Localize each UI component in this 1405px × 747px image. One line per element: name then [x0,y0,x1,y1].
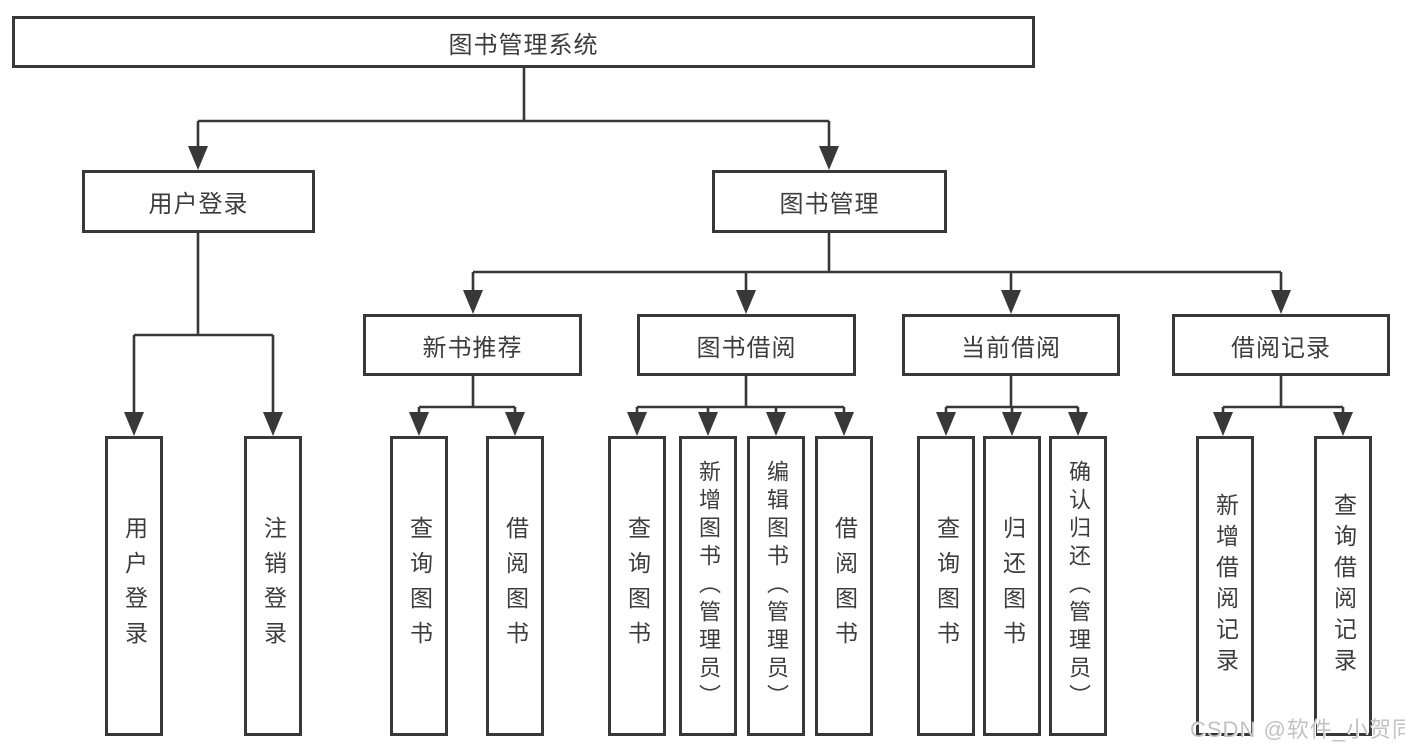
section-node-label: 当前借阅 [961,334,1061,362]
arrowhead-icon [834,412,854,436]
connector-path-user-login [132,233,275,416]
leaf-node-query-books-borrowing: 查询图书 [608,436,666,736]
arrowhead-icon [698,412,718,436]
leaf-node-user-login: 用户登录 [105,436,163,736]
connector-path-book-management [471,233,1283,294]
arrowhead-icon [124,412,144,436]
leaf-node-add-borrow-record: 新增借阅记录 [1196,436,1254,736]
arrowhead-icon [1001,290,1021,314]
arrowhead-icon [819,146,839,170]
leaf-node-label: 查询图书 [933,516,960,656]
leaf-node-borrow-books-recommend: 借阅图书 [486,436,544,736]
arrowhead-icon [1213,412,1233,436]
arrowheads [124,146,1353,436]
leaf-node-confirm-return-admin: 确认归还（管理员） [1049,436,1107,736]
root-node-label: 图书管理系统 [448,31,599,59]
arrowhead-icon [409,412,429,436]
connector-path-root [196,68,831,150]
arrowhead-icon [505,412,525,436]
branch-node-user-login: 用户登录 [82,170,315,233]
arrowhead-icon [1333,412,1353,436]
leaf-node-query-borrow-record: 查询借阅记录 [1314,436,1372,736]
leaf-node-label: 确认归还（管理员） [1066,460,1091,712]
arrowhead-icon [1271,290,1291,314]
arrowhead-icon [263,412,283,436]
leaf-node-label: 注销登录 [260,516,287,656]
leaf-node-query-books-recommend: 查询图书 [390,436,448,736]
section-node-new-book-recommend: 新书推荐 [363,314,582,376]
leaf-node-label: 归还图书 [999,516,1026,656]
section-node-current-borrowing: 当前借阅 [902,314,1120,376]
leaf-node-label: 借阅图书 [502,516,529,656]
root-node-library-management-system: 图书管理系统 [12,16,1035,68]
leaf-node-label: 编辑图书（管理员） [764,460,789,712]
section-node-label: 图书借阅 [696,334,797,362]
connector-path-borrow-record [1221,376,1345,416]
branch-node-label: 用户登录 [148,191,249,218]
csdn-watermark: CSDN @软件_小贺同学 [1190,717,1405,742]
leaf-node-label: 新增借阅记录 [1212,493,1239,679]
leaf-node-label: 新增图书（管理员） [696,460,721,712]
section-node-book-borrowing: 图书借阅 [637,314,856,376]
connector-path-new-book [417,376,517,416]
arrowhead-icon [188,146,208,170]
leaf-node-query-books-current: 查询图书 [917,436,975,736]
leaf-node-label: 用户登录 [121,516,148,656]
section-node-label: 新书推荐 [422,334,523,362]
leaf-node-label: 查询图书 [624,516,651,656]
arrowhead-icon [627,412,647,436]
arrowhead-icon [463,290,483,314]
arrowhead-icon [766,412,786,436]
connector-path-current-borrow [944,376,1080,416]
section-node-label: 借阅记录 [1231,334,1331,362]
connector-path-book-borrow [635,376,846,416]
branch-node-book-management: 图书管理 [712,170,947,233]
leaf-node-logout: 注销登录 [244,436,302,736]
arrowhead-icon [936,412,956,436]
leaf-node-label: 查询借阅记录 [1330,493,1357,679]
leaf-node-label: 查询图书 [406,516,433,656]
arrowhead-icon [736,290,756,314]
leaf-node-label: 借阅图书 [831,516,858,656]
connector-edges [132,68,1345,416]
branch-node-label: 图书管理 [779,191,880,218]
arrowhead-icon [1002,412,1022,436]
leaf-node-edit-books-admin: 编辑图书（管理员） [747,436,805,736]
leaf-node-add-books-admin: 新增图书（管理员） [679,436,737,736]
arrowhead-icon [1068,412,1088,436]
leaf-node-return-books: 归还图书 [983,436,1041,736]
leaf-node-borrow-books-borrowing: 借阅图书 [815,436,873,736]
section-node-borrowing-records: 借阅记录 [1172,314,1390,376]
